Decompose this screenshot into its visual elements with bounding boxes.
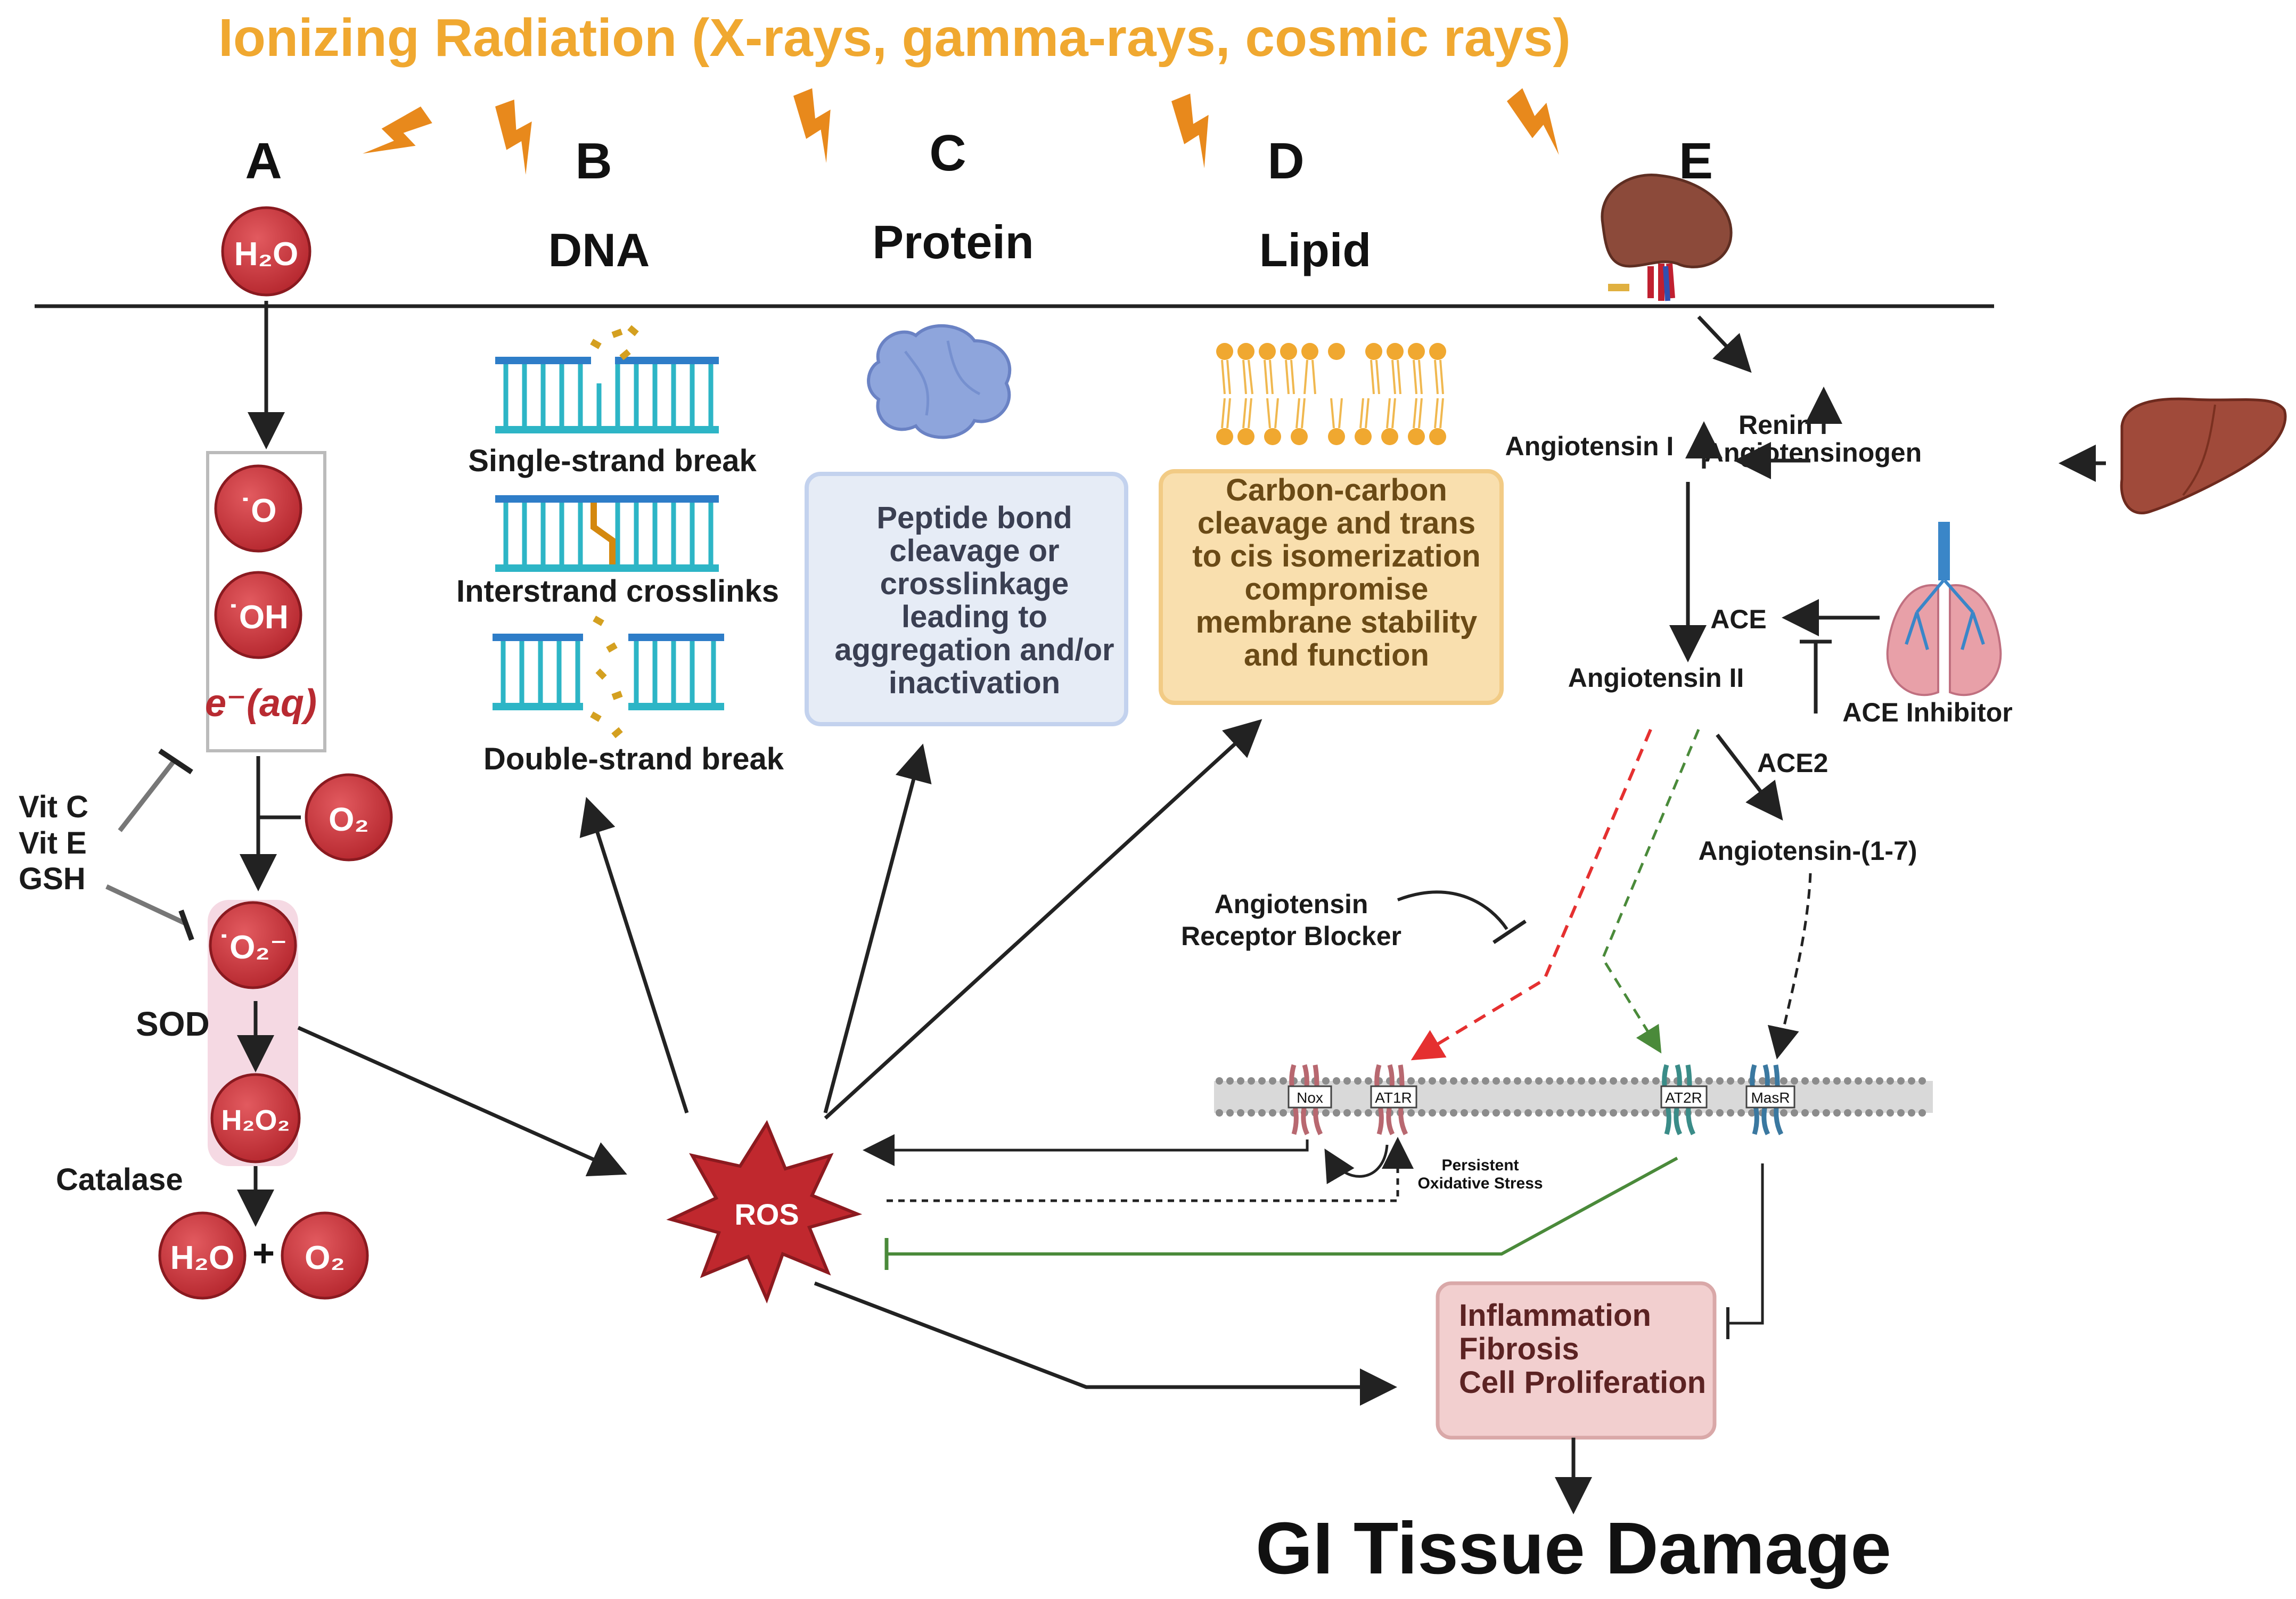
peroxide-molecule [210, 1073, 301, 1163]
panel-letter-d: D [1267, 133, 1304, 190]
arb-label-line-2: Receptor Blocker [1181, 921, 1401, 951]
outcome-inflammation: Inflammation [1459, 1298, 1651, 1333]
lipid-bilayer-icon [1216, 343, 1446, 445]
ros-at1r-dotted [887, 1137, 1414, 1202]
oxygen-product [281, 1211, 369, 1300]
angiotensin17-label: Angiotensin-(1-7) [1698, 836, 1917, 866]
lipid-effect-line-3: to cis isomerization [1192, 539, 1480, 573]
panel-letter-b: B [575, 133, 612, 190]
ace-inhibitor-label: ACE Inhibitor [1842, 698, 2012, 727]
arb-label-line-1: Angiotensin [1215, 889, 1368, 919]
lipid-target-label: Lipid [1259, 224, 1371, 276]
antioxidant-vite: Vit E [19, 826, 87, 860]
ros-burst [666, 1120, 863, 1304]
cell-membrane-icon [1214, 1064, 1933, 1136]
persistent-stress-line-1: Persistent [1441, 1157, 1519, 1174]
outcome-cell-proliferation: Cell Proliferation [1459, 1365, 1706, 1400]
nox-receptor-label: Nox [1297, 1089, 1323, 1106]
superoxide-label: ˙O₂⁻ [218, 929, 287, 966]
protein-effect-line-4: leading to [901, 600, 1047, 634]
masr-outcome-inhibit [1728, 1163, 1764, 1325]
protein-target-label: Protein [872, 216, 1034, 268]
sod-label: SOD [136, 1005, 210, 1043]
ros-label: ROS [734, 1198, 799, 1231]
protein-effect-box [805, 472, 1128, 726]
protein-effect-line-5: aggregation and/or [834, 633, 1114, 667]
protein-blob-icon [867, 324, 1012, 439]
water-molecule [221, 206, 311, 297]
double-strand-break-label: Double-strand break [483, 742, 784, 776]
renin-label: Renin [1739, 410, 1813, 440]
angiotensin2-label: Angiotensin II [1568, 663, 1744, 693]
lipid-effect-line-5: membrane stability [1196, 605, 1478, 639]
lipid-effect-line-4: compromise [1245, 572, 1429, 606]
lightning-bolt-icon [357, 82, 1578, 178]
plus-sign: + [252, 1232, 275, 1275]
ace2-label: ACE2 [1757, 748, 1828, 778]
at2r-ros-inhibit [887, 1157, 1678, 1256]
dna-target-label: DNA [548, 224, 650, 276]
persistent-stress-line-2: Oxidative Stress [1417, 1175, 1543, 1192]
protein-effect-line-3: crosslinkage [880, 567, 1069, 601]
inhibit-superoxide-line [105, 884, 187, 926]
angiotensin1-label: Angiotensin I [1505, 431, 1674, 461]
water-product-label: H₂O [170, 1240, 235, 1276]
oxygen-radical-label: ˙O [240, 493, 277, 529]
protein-effect-line-6: inactivation [889, 666, 1060, 700]
angiotensinogen-label: Angiotensinogen [1704, 438, 1922, 468]
lipid-effect-line-1: Carbon-carbon [1226, 473, 1447, 507]
panel-letter-a: A [245, 133, 282, 190]
water-molecule-label: H₂O [234, 236, 299, 273]
panel-letter-c: C [929, 125, 966, 182]
arb-inhibit-curve [1397, 890, 1508, 930]
at1r-nox-curve [1324, 1144, 1389, 1184]
ace-label: ACE [1710, 604, 1767, 634]
superoxide-molecule [209, 901, 297, 989]
liver-icon [2120, 397, 2287, 515]
masr-receptor-label: MasR [1751, 1089, 1790, 1106]
ace-inhibit-bar [1800, 639, 1832, 714]
water-product [158, 1211, 247, 1300]
oxygen-molecule-label: O₂ [329, 801, 369, 838]
ang17-masr-dashed [1767, 873, 1812, 1060]
outcome-fibrosis: Fibrosis [1459, 1332, 1579, 1366]
oxygen-product-label: O₂ [305, 1240, 345, 1276]
ang2-at1r-dashed [1411, 728, 1652, 1061]
lipid-effect-line-2: cleavage and trans [1198, 506, 1475, 540]
nox-ros-arrow [863, 1134, 1309, 1166]
peroxide-label: H₂O₂ [222, 1104, 290, 1136]
hydroxyl-radical [214, 571, 302, 659]
final-outcome-label: GI Tissue Damage [1256, 1507, 1891, 1589]
interstrand-crosslink-label: Interstrand crosslinks [456, 574, 779, 609]
lipid-effect-box [1159, 469, 1504, 705]
outcome-box [1436, 1281, 1717, 1440]
antioxidant-gsh: GSH [19, 862, 86, 896]
single-strand-break-label: Single-strand break [468, 444, 757, 478]
at2r-receptor-label: AT2R [1665, 1089, 1702, 1106]
aqueous-electron-label: e⁻(aq) [205, 682, 317, 725]
catalase-label: Catalase [56, 1162, 183, 1197]
lungs-icon [1886, 522, 2002, 696]
hydroxyl-radical-label: ˙OH [228, 599, 289, 636]
inhibit-radical-line [118, 757, 178, 832]
lipid-effect-line-6: and function [1244, 638, 1429, 673]
at1r-receptor-label: AT1R [1375, 1089, 1412, 1106]
oxygen-radical [214, 464, 302, 553]
antioxidant-vitc: Vit C [19, 790, 88, 824]
protein-effect-line-1: Peptide bond [876, 501, 1072, 535]
dna-ladder-icon [493, 325, 724, 739]
protein-effect-line-2: cleavage or [889, 534, 1059, 568]
diagram-title: Ionizing Radiation (X-rays, gamma-rays, … [218, 8, 1571, 68]
oxygen-molecule [305, 773, 393, 862]
ang2-at2r-dashed [1601, 729, 1700, 1054]
kidney-icon [1601, 174, 1733, 301]
